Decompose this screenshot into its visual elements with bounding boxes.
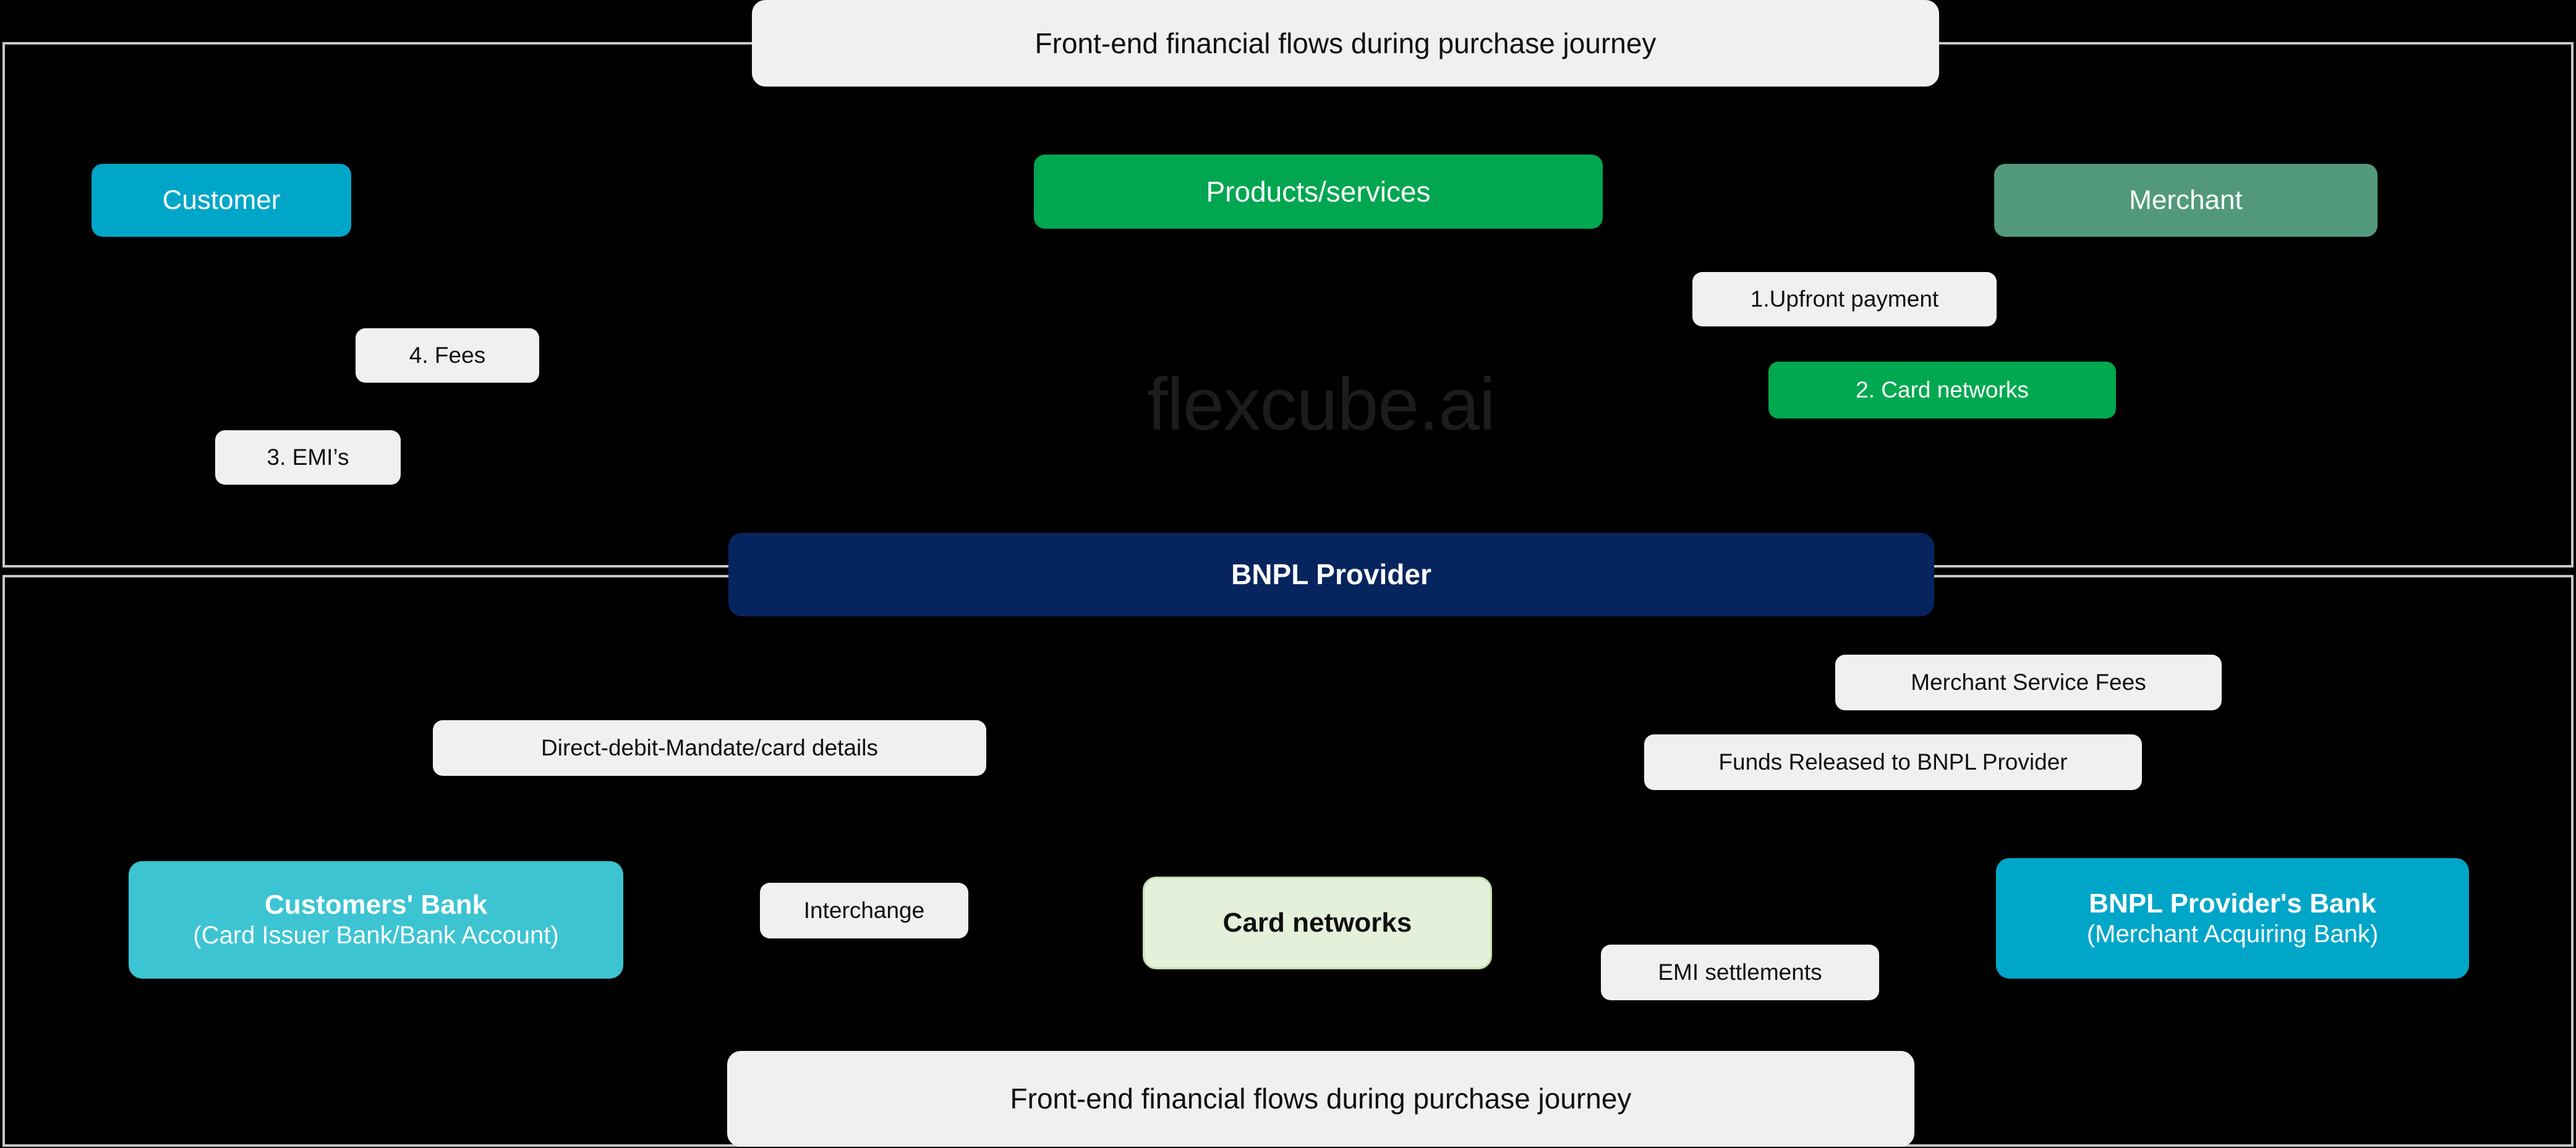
flow-label-fees[interactable]: 4. Fees: [356, 328, 539, 383]
flow-label-emi-settlements[interactable]: EMI settlements: [1601, 945, 1879, 1000]
flow-label-funds-released[interactable]: Funds Released to BNPL Provider: [1644, 734, 2142, 790]
flow-label-emi-text: 3. EMI’s: [267, 444, 349, 470]
node-products-label: Products/services: [1206, 175, 1431, 208]
node-bnpl-bank-sublabel: (Merchant Acquiring Bank): [2086, 920, 2379, 948]
flow-label-direct-debit-mandate-text: Direct-debit-Mandate/card details: [541, 735, 878, 760]
flow-label-fees-text: 4. Fees: [409, 342, 486, 368]
node-products-services[interactable]: Products/services: [1034, 155, 1603, 229]
flow-label-interchange-text: Interchange: [803, 898, 925, 923]
flow-label-interchange[interactable]: Interchange: [760, 883, 968, 938]
node-bnpl-bank-label: BNPL Provider's Bank: [2089, 888, 2376, 919]
flow-label-direct-debit-mandate[interactable]: Direct-debit-Mandate/card details: [433, 720, 986, 776]
node-customers-bank-sublabel: (Card Issuer Bank/Bank Account): [193, 922, 559, 950]
caption-top: Front-end financial flows during purchas…: [752, 0, 1939, 87]
caption-top-text: Front-end financial flows during purchas…: [1034, 27, 1657, 59]
flow-label-card-networks-text: 2. Card networks: [1856, 377, 2029, 402]
node-bnpl-provider[interactable]: BNPL Provider: [728, 533, 1934, 616]
node-customers-bank-label: Customers' Bank: [264, 890, 488, 921]
node-card-networks-label: Card networks: [1222, 908, 1412, 938]
caption-bottom: Front-end financial flows during purchas…: [727, 1051, 1914, 1147]
node-customers-bank[interactable]: Customers' Bank (Card Issuer Bank/Bank A…: [129, 861, 623, 979]
flow-label-emi[interactable]: 3. EMI’s: [215, 430, 401, 485]
node-bnpl-provider-label: BNPL Provider: [1231, 558, 1431, 591]
caption-bottom-text: Front-end financial flows during purchas…: [1010, 1082, 1632, 1115]
flexcube-watermark: flexcube.ai: [1147, 363, 1496, 446]
node-customer-label: Customer: [162, 185, 281, 216]
node-bnpl-provider-bank[interactable]: BNPL Provider's Bank (Merchant Acquiring…: [1996, 858, 2469, 979]
flow-label-upfront-payment[interactable]: 1.Upfront payment: [1692, 272, 1997, 326]
flow-label-card-networks[interactable]: 2. Card networks: [1768, 362, 2116, 419]
flow-label-emi-settlements-text: EMI settlements: [1658, 959, 1822, 985]
flow-label-merchant-service-fees[interactable]: Merchant Service Fees: [1835, 655, 2222, 710]
upper-flow-panel: [2, 42, 2574, 568]
flow-label-upfront-payment-text: 1.Upfront payment: [1750, 286, 1939, 312]
node-merchant-label: Merchant: [2129, 185, 2243, 216]
node-merchant[interactable]: Merchant: [1994, 164, 2378, 237]
node-customer[interactable]: Customer: [92, 164, 351, 237]
flow-label-merchant-service-fees-text: Merchant Service Fees: [1911, 670, 2146, 695]
node-card-networks[interactable]: Card networks: [1143, 877, 1492, 969]
flow-label-funds-released-text: Funds Released to BNPL Provider: [1718, 749, 2068, 775]
